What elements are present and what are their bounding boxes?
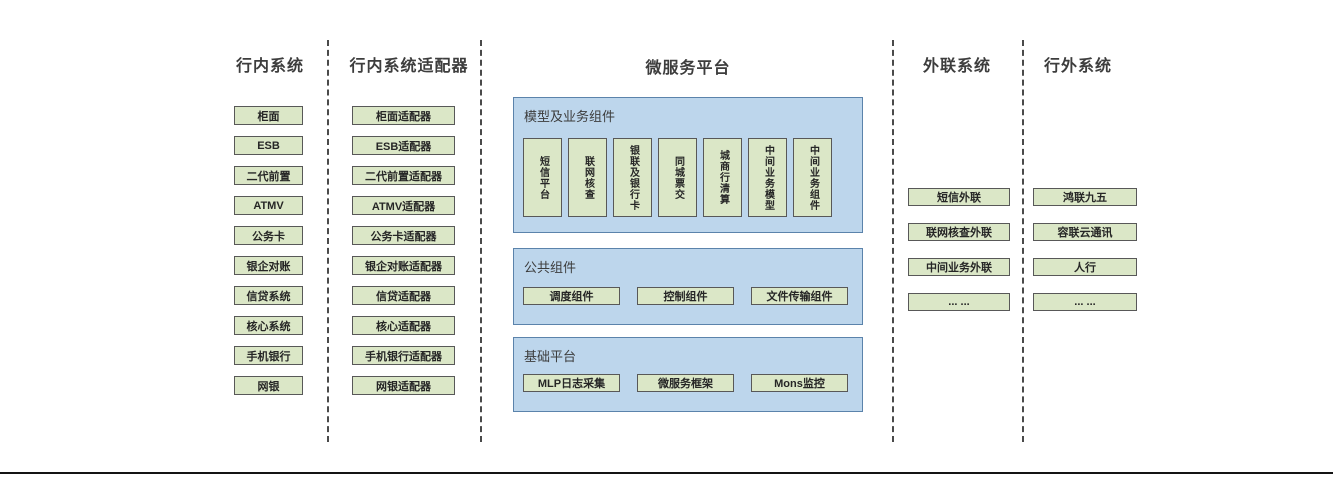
column-title-outbank: 行外系统	[1043, 58, 1112, 75]
system-box: 银企对账	[234, 256, 303, 275]
system-box: 手机银行	[234, 346, 303, 365]
inbank-system-list: 柜面 ESB 二代前置 ATMV 公务卡 银企对账 信贷系统 核心系统 手机银行…	[234, 106, 303, 395]
adapter-box: ATMV适配器	[352, 196, 455, 215]
panel-label-common: 公共组件	[524, 260, 577, 275]
system-box: ATMV	[234, 196, 303, 215]
column-title-external: 外联系统	[922, 58, 991, 75]
system-box: 信贷系统	[234, 286, 303, 305]
component-box: 控制组件	[637, 287, 734, 305]
base-platform-row: MLP日志采集 微服务框架 Mons监控	[523, 374, 848, 392]
component-box: 同城票交	[658, 138, 697, 217]
model-component-row: 短信平台 联网核查 银联及银行卡 同城票交 城商行清算 中间业务模型 中间业务组…	[523, 138, 832, 217]
component-box: 调度组件	[523, 287, 620, 305]
external-system-list: 短信外联 联网核查外联 中间业务外联 ... ...	[908, 188, 1010, 311]
system-box: 鸿联九五	[1033, 188, 1137, 206]
system-box: 人行	[1033, 258, 1137, 276]
panel-common-components	[513, 248, 863, 325]
component-box: 文件传输组件	[751, 287, 848, 305]
component-box: 短信平台	[523, 138, 562, 217]
adapter-box: 手机银行适配器	[352, 346, 455, 365]
system-box: 柜面	[234, 106, 303, 125]
component-box: 中间业务模型	[748, 138, 787, 217]
adapter-box: 二代前置适配器	[352, 166, 455, 185]
system-box: ... ...	[908, 293, 1010, 311]
system-box: 容联云通讯	[1033, 223, 1137, 241]
column-title-inbank: 行内系统	[235, 58, 304, 75]
adapter-box: 信贷适配器	[352, 286, 455, 305]
system-box: 中间业务外联	[908, 258, 1010, 276]
column-separator	[480, 40, 482, 442]
adapter-box: 网银适配器	[352, 376, 455, 395]
adapter-box: ESB适配器	[352, 136, 455, 155]
component-box: 城商行清算	[703, 138, 742, 217]
outbank-system-list: 鸿联九五 容联云通讯 人行 ... ...	[1033, 188, 1137, 311]
system-box: 公务卡	[234, 226, 303, 245]
adapter-box: 核心适配器	[352, 316, 455, 335]
adapter-box: 公务卡适配器	[352, 226, 455, 245]
system-box: 网银	[234, 376, 303, 395]
adapter-box: 银企对账适配器	[352, 256, 455, 275]
panel-label-base: 基础平台	[524, 349, 577, 364]
adapter-list: 柜面适配器 ESB适配器 二代前置适配器 ATMV适配器 公务卡适配器 银企对账…	[352, 106, 455, 395]
column-separator	[1022, 40, 1024, 442]
adapter-box: 柜面适配器	[352, 106, 455, 125]
component-box: MLP日志采集	[523, 374, 620, 392]
system-box: 核心系统	[234, 316, 303, 335]
system-box: 短信外联	[908, 188, 1010, 206]
column-title-platform: 微服务平台	[645, 60, 731, 77]
bottom-divider	[0, 472, 1333, 474]
column-title-adapter: 行内系统适配器	[349, 58, 469, 75]
panel-label-model: 模型及业务组件	[524, 109, 616, 124]
system-box: 二代前置	[234, 166, 303, 185]
system-box: ... ...	[1033, 293, 1137, 311]
common-component-row: 调度组件 控制组件 文件传输组件	[523, 287, 848, 305]
column-separator	[892, 40, 894, 442]
component-box: 联网核查	[568, 138, 607, 217]
system-box: ESB	[234, 136, 303, 155]
component-box: 微服务框架	[637, 374, 734, 392]
system-box: 联网核查外联	[908, 223, 1010, 241]
component-box: 中间业务组件	[793, 138, 832, 217]
column-separator	[327, 40, 329, 442]
component-box: 银联及银行卡	[613, 138, 652, 217]
component-box: Mons监控	[751, 374, 848, 392]
